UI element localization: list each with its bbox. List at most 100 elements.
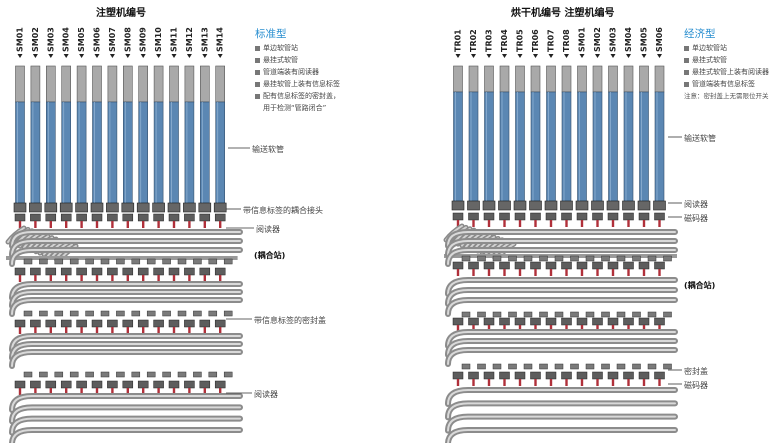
right-dryer-id-label: TR02 (469, 29, 478, 52)
reader-block (45, 213, 57, 222)
red-tag (49, 275, 52, 282)
red-tag (172, 327, 176, 334)
seal-cap (616, 255, 626, 262)
feed-pipe-highlight (447, 340, 676, 356)
arrow-icon (125, 54, 131, 58)
magnet-block (545, 317, 557, 326)
hose-coupling (575, 200, 589, 211)
seal-cap (39, 310, 48, 317)
reader-block (168, 380, 180, 389)
left-machine-id-label: SM12 (185, 27, 194, 52)
reader-block (122, 380, 134, 389)
red-tag (596, 325, 599, 332)
reader-block (14, 267, 26, 276)
hose-blue-section (153, 101, 164, 204)
right-feature-list: 单边软管站 悬挂式软管 悬挂式软管上装有阅读器 管道端装有信息标签 注意：密封盖… (684, 42, 769, 102)
red-tag (203, 221, 206, 228)
red-tag (627, 269, 630, 276)
magnet-block (514, 317, 526, 326)
red-tag (49, 221, 52, 228)
seal-cap (632, 255, 641, 262)
red-tag (534, 325, 537, 332)
red-tag (219, 221, 222, 228)
arrow-icon (595, 54, 600, 58)
red-tag (472, 220, 475, 227)
reader-block (199, 380, 211, 389)
left-machine-id-label: SM06 (93, 27, 102, 52)
magnet-block (638, 212, 650, 221)
hose-coupling (90, 202, 104, 213)
magnet-block (545, 371, 557, 380)
hose-blue-section (45, 101, 56, 204)
feed-pipe-highlight (447, 349, 676, 365)
right-machine-id-label: SM02 (593, 27, 602, 52)
hose-coupling (198, 202, 212, 213)
left-machine-id-label: SM05 (77, 27, 86, 52)
hose-grey-section (30, 65, 41, 103)
red-tag (188, 275, 191, 282)
reader-block (60, 319, 72, 328)
seal-cap (23, 310, 33, 317)
reader-block (168, 213, 180, 222)
feed-pipe-highlight (447, 240, 676, 256)
seal-cap (131, 310, 141, 317)
red-tag (565, 220, 568, 227)
feed-pipe (445, 347, 678, 367)
right-station-label: (耦合站) (684, 281, 716, 290)
red-tag (642, 220, 646, 227)
arrow-icon (471, 54, 476, 58)
hose-grey-section (153, 65, 164, 103)
left-machine-id-label: SM03 (46, 27, 55, 52)
magnet-block (623, 317, 634, 326)
red-tag (642, 379, 646, 386)
red-tag (456, 325, 460, 332)
left-feature-item: 悬挂式软管 (255, 54, 340, 66)
magnet-block (514, 212, 526, 221)
reader-block (91, 319, 103, 328)
red-tag (580, 325, 584, 332)
seal-cap (146, 371, 156, 378)
red-tag (65, 221, 68, 228)
reader-block (91, 380, 103, 389)
red-tag (203, 275, 206, 282)
feed-pipe-highlight (447, 429, 676, 443)
seal-cap (477, 363, 486, 370)
magnet-block (623, 212, 634, 221)
hose-blue-section (515, 91, 525, 202)
reader-block (199, 267, 211, 276)
left-machine-id-label: SM01 (16, 27, 25, 52)
left-callout-reader-bottom: 阅读器 (254, 390, 278, 399)
red-tag (456, 379, 460, 386)
hose-blue-section (561, 91, 572, 202)
right-callout-reader: 阅读器 (684, 200, 708, 209)
red-tag (534, 269, 537, 276)
magnet-block (654, 317, 665, 326)
red-tag (658, 269, 661, 276)
arrow-icon (94, 54, 100, 58)
magnet-block (545, 261, 557, 270)
hose-blue-section (577, 91, 587, 202)
red-tag (157, 327, 160, 334)
hose-grey-section (138, 65, 148, 103)
left-feature-list: 单边软管站 悬挂式软管 管道端装有阅读器 悬挂软管上装有信息标签 配有信息标签的… (255, 42, 340, 114)
seal-cap (647, 363, 657, 370)
feed-pipe-highlight (447, 299, 676, 315)
seal-cap (632, 363, 641, 370)
red-tag (157, 388, 160, 395)
arrow-icon (502, 54, 507, 58)
reader-block (14, 380, 26, 389)
red-tag (565, 325, 568, 332)
reader-block (153, 213, 164, 222)
reader-block (214, 380, 226, 389)
seal-cap (663, 255, 672, 262)
seal-cap (663, 311, 672, 318)
seal-cap (492, 255, 502, 262)
feed-pipe-highlight (11, 417, 241, 434)
arrow-icon (186, 54, 192, 58)
hose-grey-section (107, 65, 118, 103)
seal-cap (461, 311, 471, 318)
magnet-block (483, 317, 495, 326)
left-machine-id-label: SM11 (170, 27, 179, 52)
feed-pipe-highlight (11, 240, 241, 256)
